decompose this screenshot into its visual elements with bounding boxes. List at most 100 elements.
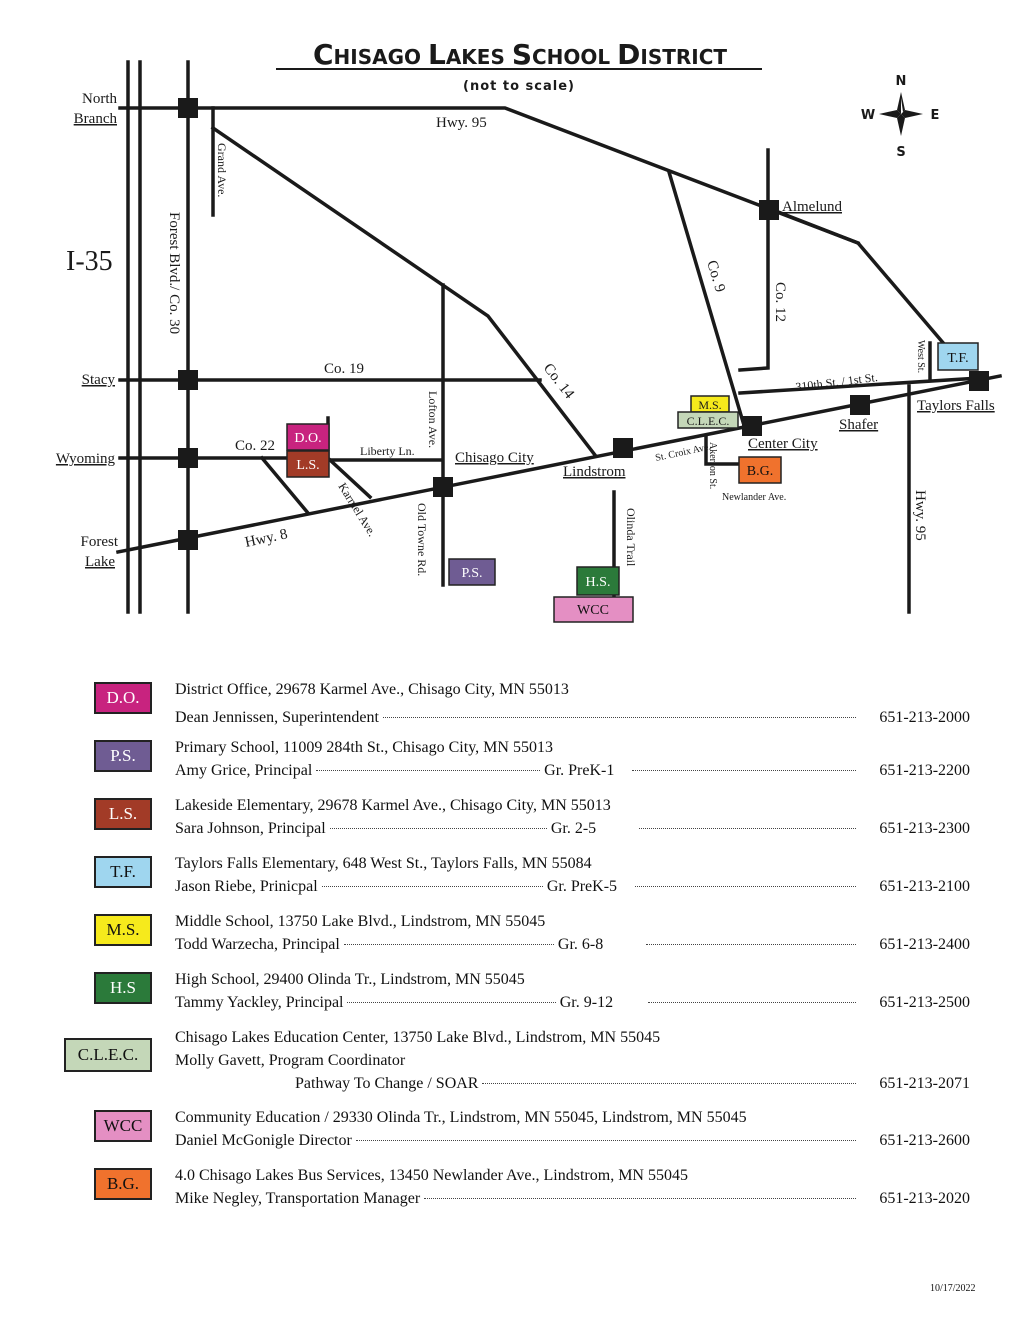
label-forest-blvd: Forest Blvd./ Co. 30 (166, 212, 182, 334)
address-line: High School, 29400 Olinda Tr., Lindstrom… (175, 971, 525, 988)
grade-range: Gr. 6-8 (557, 936, 604, 953)
address-line: Primary School, 11009 284th St., Chisago… (175, 739, 553, 756)
junction-almelund (759, 200, 779, 220)
map-badge-bg: B.G. (738, 456, 782, 484)
junction-forest-lake (178, 530, 198, 550)
address-line: Taylors Falls Elementary, 648 West St., … (175, 855, 592, 872)
contact-name: Jason Riebe, Prinicpal (175, 878, 318, 895)
label-west-st: West St. (915, 340, 926, 373)
directory-row-wcc: WCC Community Education / 29330 Olinda T… (60, 1104, 970, 1162)
map-badge-ps: P.S. (448, 558, 496, 586)
address-line: Lakeside Elementary, 29678 Karmel Ave., … (175, 797, 611, 814)
svg-text:L.S.: L.S. (296, 458, 319, 473)
compass-rose-icon: N S W E (861, 74, 940, 160)
map-badge-ls: L.S. (286, 450, 330, 478)
contact-name: Mike Negley, Transportation Manager (175, 1190, 421, 1207)
badge-tf: T.F. (94, 856, 152, 888)
badge-do: D.O. (94, 682, 152, 714)
grade-range: Gr. 9-12 (559, 994, 614, 1011)
svg-text:D.O.: D.O. (294, 431, 321, 446)
directory-row-ms: M.S. Middle School, 13750 Lake Blvd., Li… (60, 908, 970, 966)
phone-number: 651-213-2500 (879, 994, 971, 1011)
label-310th-st: 310th St. / 1st St. (795, 370, 879, 394)
town-chisago-city: Chisago City (455, 450, 534, 466)
road-labels: I-35 Hwy. 95 Hwy. 95 Hwy. 8 Grand Ave. F… (66, 115, 928, 576)
town-taylors-falls: Taylors Falls (917, 398, 995, 414)
directory-row-ps: P.S. Primary School, 11009 284th St., Ch… (60, 734, 970, 792)
label-grand-ave: Grand Ave. (215, 143, 229, 197)
compass-e: E (931, 108, 940, 123)
map-subtitle: (not to scale) (463, 79, 575, 94)
map-badge-hs: H.S. (576, 566, 620, 596)
town-stacy: Stacy (82, 372, 116, 388)
label-karmel-ave: Karmel Ave. (335, 480, 379, 539)
directory-row-tf: T.F. Taylors Falls Elementary, 648 West … (60, 850, 970, 908)
map-badge-clec: C.L.E.C. (677, 411, 739, 429)
map-school-badges: D.O. L.S. P.S. H.S. WCC M.S. C.L.E.C. B (286, 342, 979, 623)
grade-range: Gr. PreK-5 (546, 878, 618, 895)
label-liberty-ln: Liberty Ln. (360, 444, 415, 458)
road-almelund-link (765, 205, 861, 246)
svg-text:H.S.: H.S. (586, 575, 611, 590)
badge-wcc: WCC (94, 1110, 152, 1142)
label-olinda-trail: Olinda Trail (624, 508, 638, 567)
town-almelund: Almelund (782, 199, 842, 215)
contact-name: Tammy Yackley, Principal (175, 994, 344, 1011)
contact-name: Molly Gavett, Program Coordinator (175, 1052, 406, 1069)
label-co12: Co. 12 (772, 282, 788, 322)
map-badge-tf: T.F. (937, 342, 979, 371)
label-newlander-ave: Newlander Ave. (722, 492, 786, 503)
map-badge-do: D.O. (286, 423, 330, 451)
district-map: CHISAGO LAKES SCHOOL DISTRICT (not to sc… (56, 38, 1003, 623)
junction-center-city (742, 416, 762, 436)
badge-bg: B.G. (94, 1168, 152, 1200)
svg-text:M.S.: M.S. (698, 398, 721, 412)
town-center-city: Center City (748, 436, 818, 452)
program-name: Pathway To Change / SOAR (295, 1075, 479, 1092)
grade-range: Gr. PreK-1 (544, 762, 615, 779)
road-co9 (666, 169, 746, 425)
label-co22: Co. 22 (235, 438, 275, 454)
label-old-towne-rd: Old Towne Rd. (415, 503, 429, 576)
town-shafer: Shafer (839, 417, 878, 433)
label-hwy95-right: Hwy. 95 (912, 490, 928, 541)
contact-name: Sara Johnson, Principal (175, 820, 326, 837)
phone-number: 651-213-2020 (879, 1190, 970, 1207)
contact-name: Todd Warzecha, Principal (175, 936, 340, 953)
badge-ps: P.S. (94, 740, 152, 772)
road-network (115, 60, 1003, 614)
town-forest-lake-2: Lake (85, 554, 115, 570)
badge-hs: H.S (94, 972, 152, 1004)
address-line: District Office, 29678 Karmel Ave., Chis… (175, 681, 569, 698)
label-co14: Co. 14 (540, 361, 578, 403)
directory-row-ls: L.S. Lakeside Elementary, 29678 Karmel A… (60, 792, 970, 850)
phone-number: 651-213-2300 (879, 820, 970, 837)
badge-ms: M.S. (94, 914, 152, 946)
directory-row-hs: H.S High School, 29400 Olinda Tr., Linds… (60, 966, 970, 1024)
road-hwy95-top (118, 106, 948, 348)
phone-number: 651-213-2400 (879, 936, 971, 953)
directory-row-do: D.O. District Office, 29678 Karmel Ave.,… (60, 676, 970, 734)
compass-w: W (861, 108, 875, 123)
revision-date: 10/17/2022 (930, 1283, 976, 1294)
svg-text:WCC: WCC (577, 603, 609, 618)
directory-row-bg: B.G. 4.0 Chisago Lakes Bus Services, 134… (60, 1162, 970, 1220)
road-co12 (738, 148, 770, 372)
contact-name: Dean Jennissen, Superintendent (175, 709, 379, 726)
road-co14 (210, 125, 598, 458)
label-hwy95-top: Hwy. 95 (436, 115, 487, 131)
phone-number: 651-213-2600 (879, 1132, 970, 1149)
label-lofton-ave: Lofton Ave. (426, 391, 440, 448)
junction-shafer (850, 395, 870, 415)
road-310th-st (738, 376, 982, 395)
map-title: CHISAGO LAKES SCHOOL DISTRICT (313, 38, 727, 71)
junction-markers (178, 98, 989, 550)
directory-row-clec: C.L.E.C. Chisago Lakes Education Center,… (60, 1024, 970, 1104)
svg-text:C.L.E.C.: C.L.E.C. (687, 414, 730, 428)
road-karmel-ave (327, 457, 373, 500)
grade-range: Gr. 2-5 (550, 820, 597, 837)
town-forest-lake-1: Forest (81, 534, 119, 550)
label-co9: Co. 9 (703, 258, 728, 294)
badge-clec: C.L.E.C. (64, 1038, 152, 1072)
junction-wyoming (178, 448, 198, 468)
